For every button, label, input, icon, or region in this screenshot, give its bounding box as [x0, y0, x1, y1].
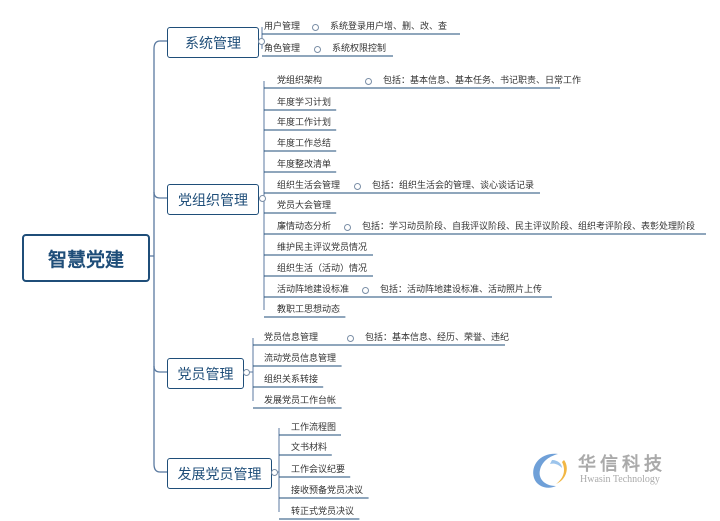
leaf-item-label: 年度学习计划 [277, 98, 332, 108]
expand-knob-icon[interactable] [312, 24, 319, 31]
leaf-item-label: 工作会议纪要 [291, 465, 346, 475]
company-logo: 华信科技 Hwasin Technology [528, 450, 688, 494]
expand-knob-icon[interactable] [347, 335, 354, 342]
leaf-item-label: 流动党员信息管理 [264, 354, 337, 364]
leaf-item-label: 转正式党员决议 [291, 507, 355, 517]
category-party-organization: 党组织管理 [167, 184, 259, 215]
category-label: 党员管理 [177, 366, 234, 383]
leaf-item-label: 组织生活（活动）情况 [277, 264, 368, 274]
collapse-knob-icon[interactable] [271, 469, 278, 476]
leaf-item-label: 党员信息管理 [264, 333, 319, 343]
expand-knob-icon[interactable] [344, 224, 351, 231]
root-trunk [153, 40, 161, 473]
leaf-item-label: 组织关系转接 [264, 375, 319, 385]
leaf-item-label: 工作流程图 [291, 423, 337, 433]
leaf-item-label: 党员大会管理 [277, 201, 332, 211]
category-system-management: 系统管理 [167, 27, 259, 58]
leaf-item-detail: 包括：组织生活会的管理、谈心谈话记录 [372, 181, 535, 191]
category-label: 党组织管理 [178, 192, 248, 209]
root-node: 智慧党建 [22, 234, 150, 282]
leaf-item-label: 年度整改清单 [277, 160, 332, 170]
leaf-item-label: 廉情动态分析 [277, 222, 332, 232]
leaf-item-detail: 包括：活动阵地建设标准、活动照片上传 [380, 285, 543, 295]
category-party-member: 党员管理 [167, 358, 244, 389]
leaf-item-detail: 包括：基本信息、基本任务、书记职责、日常工作 [383, 76, 582, 86]
expand-knob-icon[interactable] [362, 287, 369, 294]
leaf-item-label: 党组织架构 [277, 76, 323, 86]
category-member-development: 发展党员管理 [167, 458, 272, 489]
collapse-knob-icon[interactable] [259, 195, 266, 202]
leaf-item-detail: 系统登录用户增、删、改、查 [330, 22, 448, 32]
category-label: 发展党员管理 [177, 466, 262, 483]
root-label: 智慧党建 [47, 248, 124, 271]
collapse-knob-icon[interactable] [258, 38, 265, 45]
leaf-item-detail: 包括：学习动员阶段、自我评议阶段、民主评议阶段、组织考评阶段、表彰处理阶段 [362, 222, 696, 232]
category-connector [153, 365, 167, 373]
expand-knob-icon[interactable] [354, 183, 361, 190]
expand-knob-icon[interactable] [314, 46, 321, 53]
collapse-knob-icon[interactable] [243, 369, 250, 376]
category-label: 系统管理 [185, 35, 241, 52]
expand-knob-icon[interactable] [365, 78, 372, 85]
leaf-item-label: 用户管理 [264, 22, 301, 32]
leaf-item-detail: 包括：基本信息、经历、荣誉、违纪 [365, 333, 510, 343]
leaf-item-label: 维护民主评议党员情况 [277, 243, 368, 253]
leaf-item-detail: 系统权限控制 [332, 44, 387, 54]
category-connector [153, 191, 167, 199]
leaf-item-label: 组织生活会管理 [277, 181, 341, 191]
crescent-swirl-icon [533, 453, 567, 488]
leaf-item-label: 发展党员工作台帐 [264, 396, 337, 406]
logo-name-cn: 华信科技 [578, 454, 666, 475]
leaf-item-label: 教职工思想动态 [277, 305, 341, 315]
leaf-item-label: 年度工作总结 [277, 139, 332, 149]
leaf-item-label: 角色管理 [264, 44, 301, 54]
leaf-item-label: 活动阵地建设标准 [277, 285, 350, 295]
leaf-item-label: 年度工作计划 [277, 118, 332, 128]
leaf-item-label: 文书材料 [291, 443, 328, 453]
logo-name-en: Hwasin Technology [580, 474, 660, 485]
leaf-item-label: 接收预备党员决议 [291, 486, 364, 496]
